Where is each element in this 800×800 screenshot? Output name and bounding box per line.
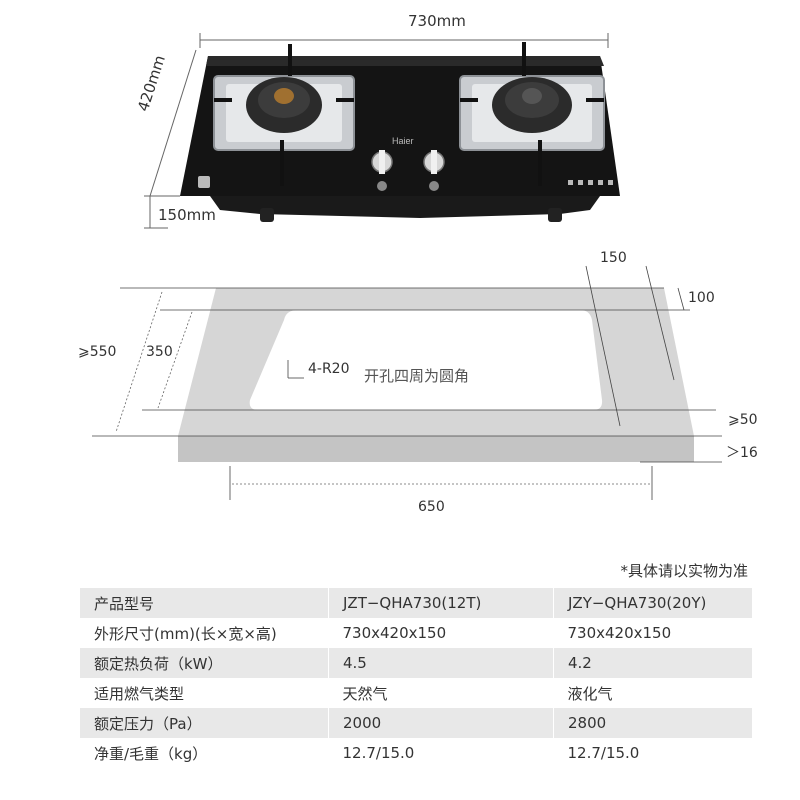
table-row: 净重/毛重（kg） 12.7/15.0 12.7/15.0 (80, 738, 752, 768)
row-label: 额定热负荷（kW） (80, 648, 329, 678)
model-b-value: 730x420x150 (567, 624, 672, 642)
depth-dimension-line (144, 49, 197, 229)
right-burner (459, 42, 605, 186)
disclaimer-note: *具体请以实物为准 (620, 562, 748, 580)
row-label: 适用燃气类型 (94, 684, 185, 703)
panel-icons (198, 176, 613, 188)
model-b-value: JZY−QHA730(20Y) (553, 588, 752, 618)
right-knob (423, 150, 445, 191)
dim-50: ⩾50 (728, 412, 758, 428)
table-row: 额定压力（Pa） 2000 2800 (80, 708, 752, 738)
spec-table: 产品型号 JZT−QHA730(12T) JZY−QHA730(20Y) 外形尺… (80, 588, 752, 768)
model-a-value: 天然气 (342, 684, 388, 703)
dim-radius: 4-R20 (308, 361, 350, 377)
dim-650: 650 (418, 499, 445, 515)
left-knob (371, 150, 393, 191)
table-row: 额定热负荷（kW） 4.5 4.2 (80, 648, 752, 678)
model-a-value: 12.7/15.0 (342, 744, 415, 762)
model-b-value: 12.7/15.0 (567, 744, 640, 762)
model-a-value: 730x420x150 (342, 624, 447, 642)
model-b-value: 2800 (553, 708, 752, 738)
row-label: 外形尺寸(mm)(长×宽×高) (94, 624, 277, 643)
model-b-value: 4.2 (553, 648, 752, 678)
table-row: 产品型号 JZT−QHA730(12T) JZY−QHA730(20Y) (80, 588, 752, 618)
row-label: 额定压力（Pa） (80, 708, 329, 738)
dim-150: 150 (600, 250, 627, 266)
cutout-hole (249, 310, 603, 410)
model-b-value: 液化气 (567, 684, 613, 703)
model-a-value: JZT−QHA730(12T) (328, 588, 554, 618)
model-a-value: 4.5 (328, 648, 554, 678)
countertop-front (178, 436, 694, 462)
table-row: 外形尺寸(mm)(长×宽×高) 730x420x150 730x420x150 (80, 618, 752, 648)
cutout-diagram (92, 265, 722, 500)
row-label: 净重/毛重（kg） (94, 744, 208, 763)
model-a-value: 2000 (328, 708, 554, 738)
radius-note: 开孔四周为圆角 (364, 367, 470, 385)
width-label: 730mm (408, 12, 466, 30)
dim-550: ⩾550 (78, 344, 117, 360)
width-dimension-line (199, 33, 609, 48)
height-label: 150mm (158, 206, 216, 224)
brand-logo: Haier (392, 136, 414, 146)
row-label: 产品型号 (80, 588, 329, 618)
left-burner (213, 44, 355, 186)
stove-drawing (144, 33, 620, 229)
dim-100: 100 (688, 290, 715, 306)
table-row: 适用燃气类型 天然气 液化气 (80, 678, 752, 708)
dim-16: ＞16 (726, 445, 758, 461)
dim-350: 350 (146, 344, 173, 360)
